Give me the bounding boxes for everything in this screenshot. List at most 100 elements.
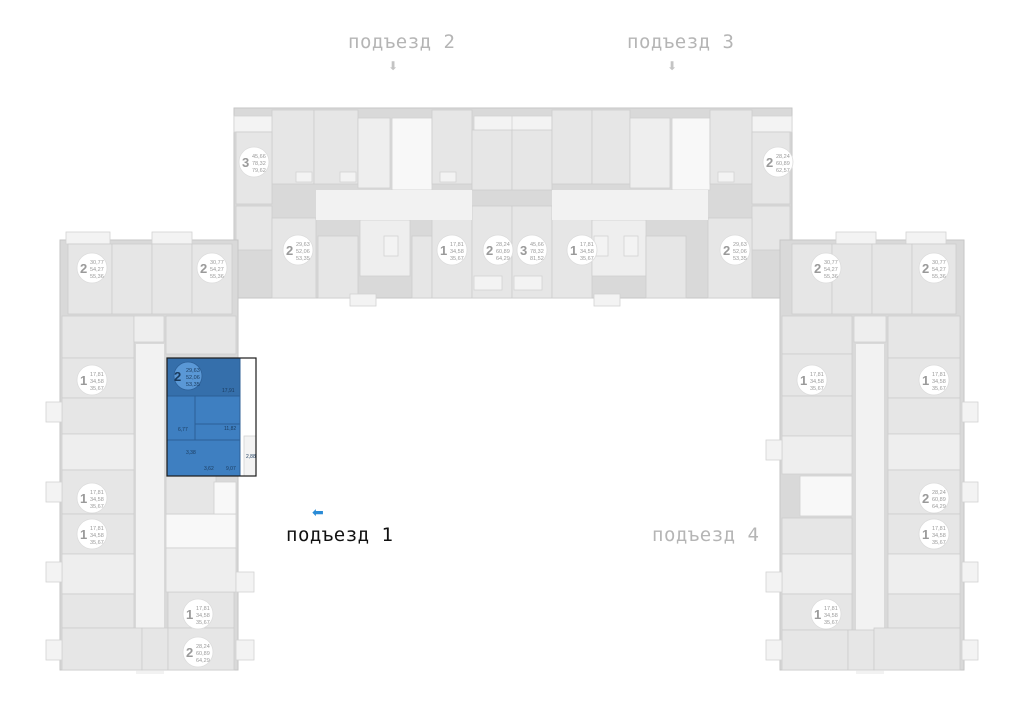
entrance-1-arrow-icon: ⬅ bbox=[312, 505, 324, 521]
apartment-area: 54,27 bbox=[932, 267, 946, 273]
apartment-area: 34,58 bbox=[932, 379, 946, 385]
apartment-room-count: 1 bbox=[80, 491, 87, 506]
apartment-area: 17,81 bbox=[932, 372, 946, 378]
apartment-badge-circle bbox=[918, 252, 950, 284]
apartment-area: 53,35 bbox=[733, 256, 747, 262]
apartment-area: 55,36 bbox=[90, 274, 104, 280]
apartment-badge-circle bbox=[918, 482, 950, 514]
apartment-area: 17,81 bbox=[932, 526, 946, 532]
right-wing bbox=[765, 231, 979, 674]
apartment-room-count: 2 bbox=[922, 491, 929, 506]
apartment-area: 35,67 bbox=[824, 620, 838, 626]
selected-living-area: 29,63 bbox=[186, 368, 200, 374]
apartment-area: 78,32 bbox=[530, 249, 544, 255]
apartment-area: 17,81 bbox=[90, 372, 104, 378]
apartment-area: 17,81 bbox=[90, 490, 104, 496]
apartment-area: 29,63 bbox=[733, 242, 747, 248]
apartment-area: 64,29 bbox=[932, 504, 946, 510]
apartment-room-count: 2 bbox=[766, 155, 773, 170]
apartment-room-count: 1 bbox=[80, 527, 87, 542]
apartment-area: 55,36 bbox=[932, 274, 946, 280]
selected-total-area: 52,06 bbox=[186, 375, 200, 381]
apartment-area: 60,89 bbox=[776, 161, 790, 167]
apartment-area: 28,24 bbox=[776, 154, 790, 160]
apartment-area: 34,58 bbox=[196, 613, 210, 619]
entrance-3-label[interactable]: подъезд 3 bbox=[627, 31, 735, 53]
entrance-1-label[interactable]: подъезд 1 bbox=[286, 524, 394, 546]
apartment-area: 60,89 bbox=[932, 497, 946, 503]
apartment-badge-circle bbox=[182, 598, 214, 630]
apartment-area: 35,67 bbox=[580, 256, 594, 262]
apartment-badge-circle bbox=[76, 518, 108, 550]
apartment-room-count: 1 bbox=[186, 607, 193, 622]
apartment-area: 45,66 bbox=[252, 154, 266, 160]
apartment-area: 78,32 bbox=[252, 161, 266, 167]
apartment-room-count: 2 bbox=[80, 261, 87, 276]
apartment-area: 52,06 bbox=[733, 249, 747, 255]
selected-apartment[interactable]: 2 29,63 52,06 53,35 17,91 6,77 11,82 3,3… bbox=[166, 357, 257, 477]
apartment-area: 30,77 bbox=[824, 260, 838, 266]
entrance-4-label[interactable]: подъезд 4 bbox=[652, 524, 760, 546]
apartment-area: 34,58 bbox=[90, 497, 104, 503]
apartment-area: 54,27 bbox=[824, 267, 838, 273]
apartment-area: 34,58 bbox=[810, 379, 824, 385]
apartment-area: 35,67 bbox=[450, 256, 464, 262]
apartment-area: 35,67 bbox=[196, 620, 210, 626]
apartment-room-count: 1 bbox=[440, 243, 447, 258]
apartment-badge-circle bbox=[238, 146, 270, 178]
apartment-area: 64,29 bbox=[496, 256, 510, 262]
apartment-badge-circle bbox=[196, 252, 228, 284]
apartment-room-count: 2 bbox=[723, 243, 730, 258]
apartment-area: 53,35 bbox=[296, 256, 310, 262]
apartment-area: 35,67 bbox=[90, 504, 104, 510]
apartment-badge-circle bbox=[516, 234, 548, 266]
apartment-room-count: 1 bbox=[570, 243, 577, 258]
apartment-badge-circle bbox=[810, 252, 842, 284]
apartment-area: 30,77 bbox=[932, 260, 946, 266]
apartment-badge-circle bbox=[566, 234, 598, 266]
apartment-area: 35,67 bbox=[932, 386, 946, 392]
selected-room-area-5: 9,07 bbox=[226, 466, 236, 472]
top-wing bbox=[233, 107, 793, 307]
apartment-area: 17,81 bbox=[196, 606, 210, 612]
apartment-badge-circle bbox=[182, 636, 214, 668]
apartment-area: 28,24 bbox=[496, 242, 510, 248]
apartment-area: 17,81 bbox=[824, 606, 838, 612]
apartment-area: 54,27 bbox=[90, 267, 104, 273]
apartment-badge-circle bbox=[436, 234, 468, 266]
apartment-area: 34,58 bbox=[90, 379, 104, 385]
entrance-2-label[interactable]: подъезд 2 bbox=[348, 31, 456, 53]
selected-room-area-3: 11,82 bbox=[224, 426, 236, 432]
apartment-area: 35,67 bbox=[932, 540, 946, 546]
apartment-area: 54,27 bbox=[210, 267, 224, 273]
apartment-area: 62,57 bbox=[776, 168, 790, 174]
apartment-room-count: 3 bbox=[242, 155, 249, 170]
apartment-badge-circle bbox=[482, 234, 514, 266]
selected-room-area-1: 17,91 bbox=[222, 388, 235, 394]
apartment-area: 17,81 bbox=[90, 526, 104, 532]
